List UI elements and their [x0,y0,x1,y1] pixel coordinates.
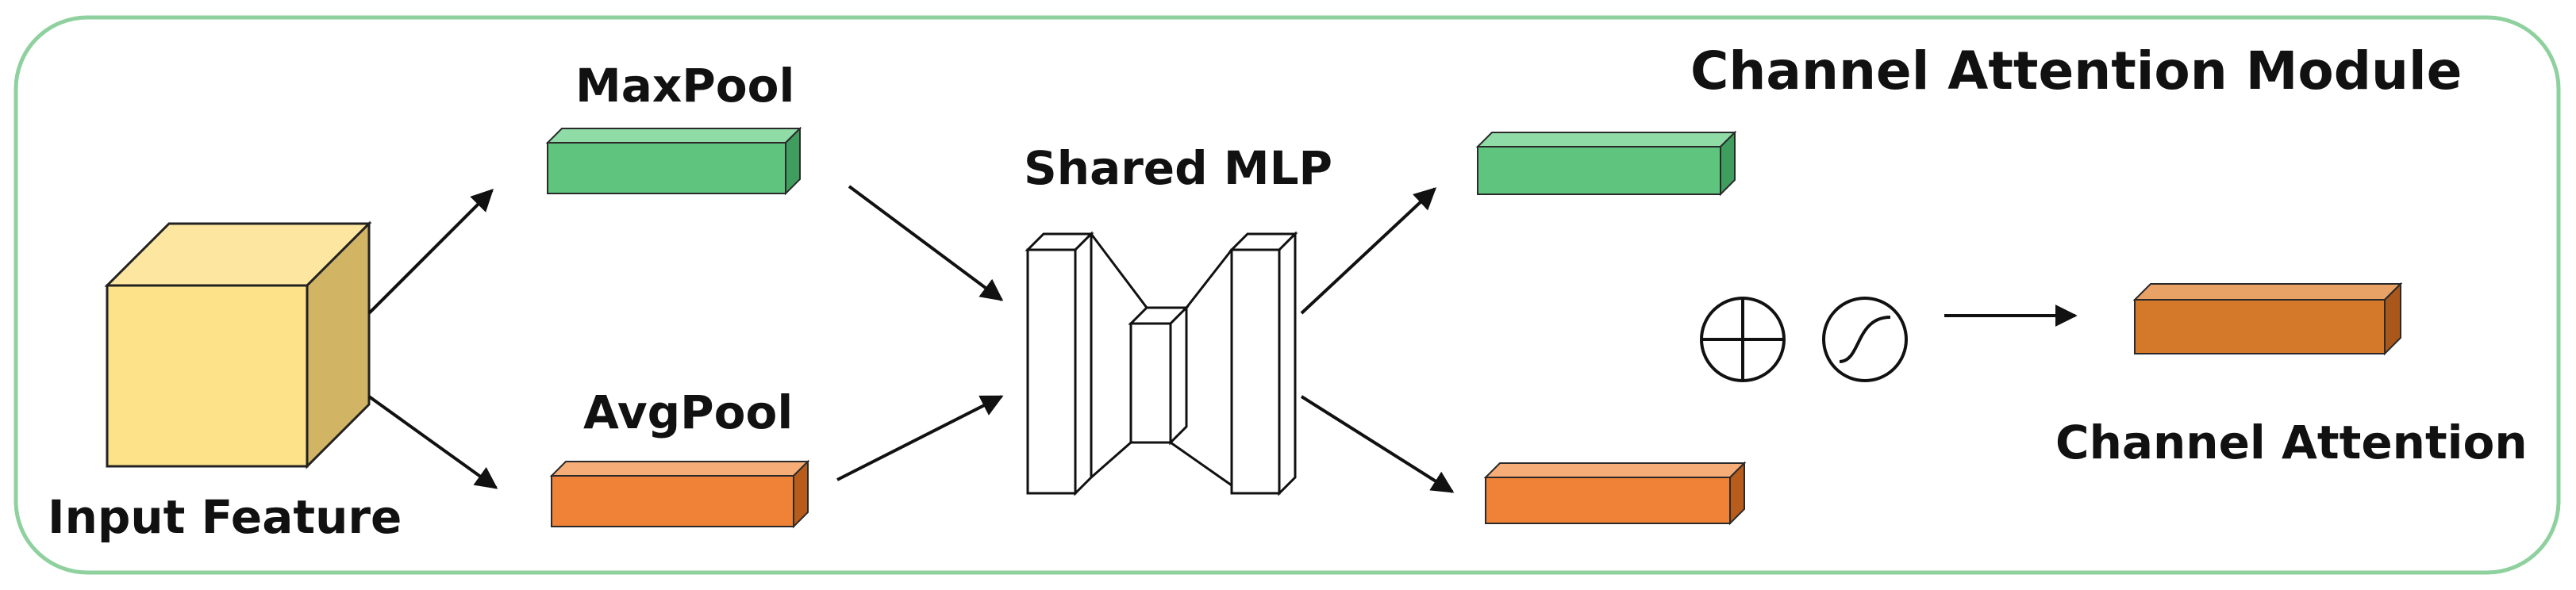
arrow-avgpool-to-mlp [836,395,1004,481]
shared-mlp-label: Shared MLP [1024,141,1332,195]
maxpool-vector [545,126,802,196]
sigmoid-icon [1822,297,1908,382]
module-frame [13,15,2561,575]
channel-attention-label: Channel Attention [2055,416,2528,469]
arrow-mlp-to-max-out [1300,187,1437,315]
arrow-to-avgpool [367,395,498,489]
arrow-maxpool-to-mlp [848,185,1004,301]
module-title: Channel Attention Module [1690,40,2462,102]
shared-mlp-block [1025,231,1298,496]
arrow-mlp-to-avg-out [1300,395,1455,493]
input-feature-label: Input Feature [48,490,402,544]
avgpool-label: AvgPool [583,385,793,439]
avgpool-vector [549,459,810,529]
channel-attention-vector [2132,282,2403,356]
input-feature-cube [104,220,372,469]
mlp-avg-output-vector [1483,461,1747,526]
plus-circle-icon [1700,297,1786,382]
arrow-to-maxpool [367,189,494,315]
mlp-max-output-vector [1475,130,1737,197]
maxpool-label: MaxPool [575,59,794,113]
